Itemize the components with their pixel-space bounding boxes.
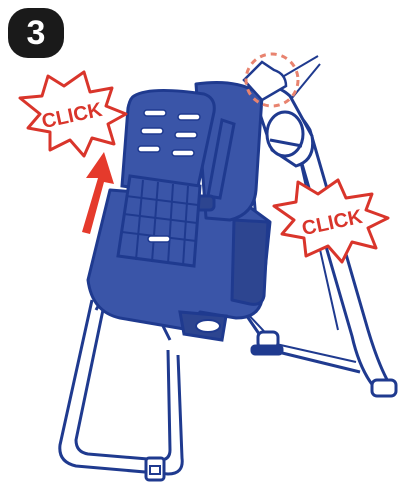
click-callout-left: CLICK xyxy=(20,72,126,156)
footrest xyxy=(180,312,226,340)
seat-harness-grid xyxy=(118,176,200,266)
front-foot-clip xyxy=(146,458,164,480)
click-callout-right: CLICK xyxy=(274,180,388,262)
